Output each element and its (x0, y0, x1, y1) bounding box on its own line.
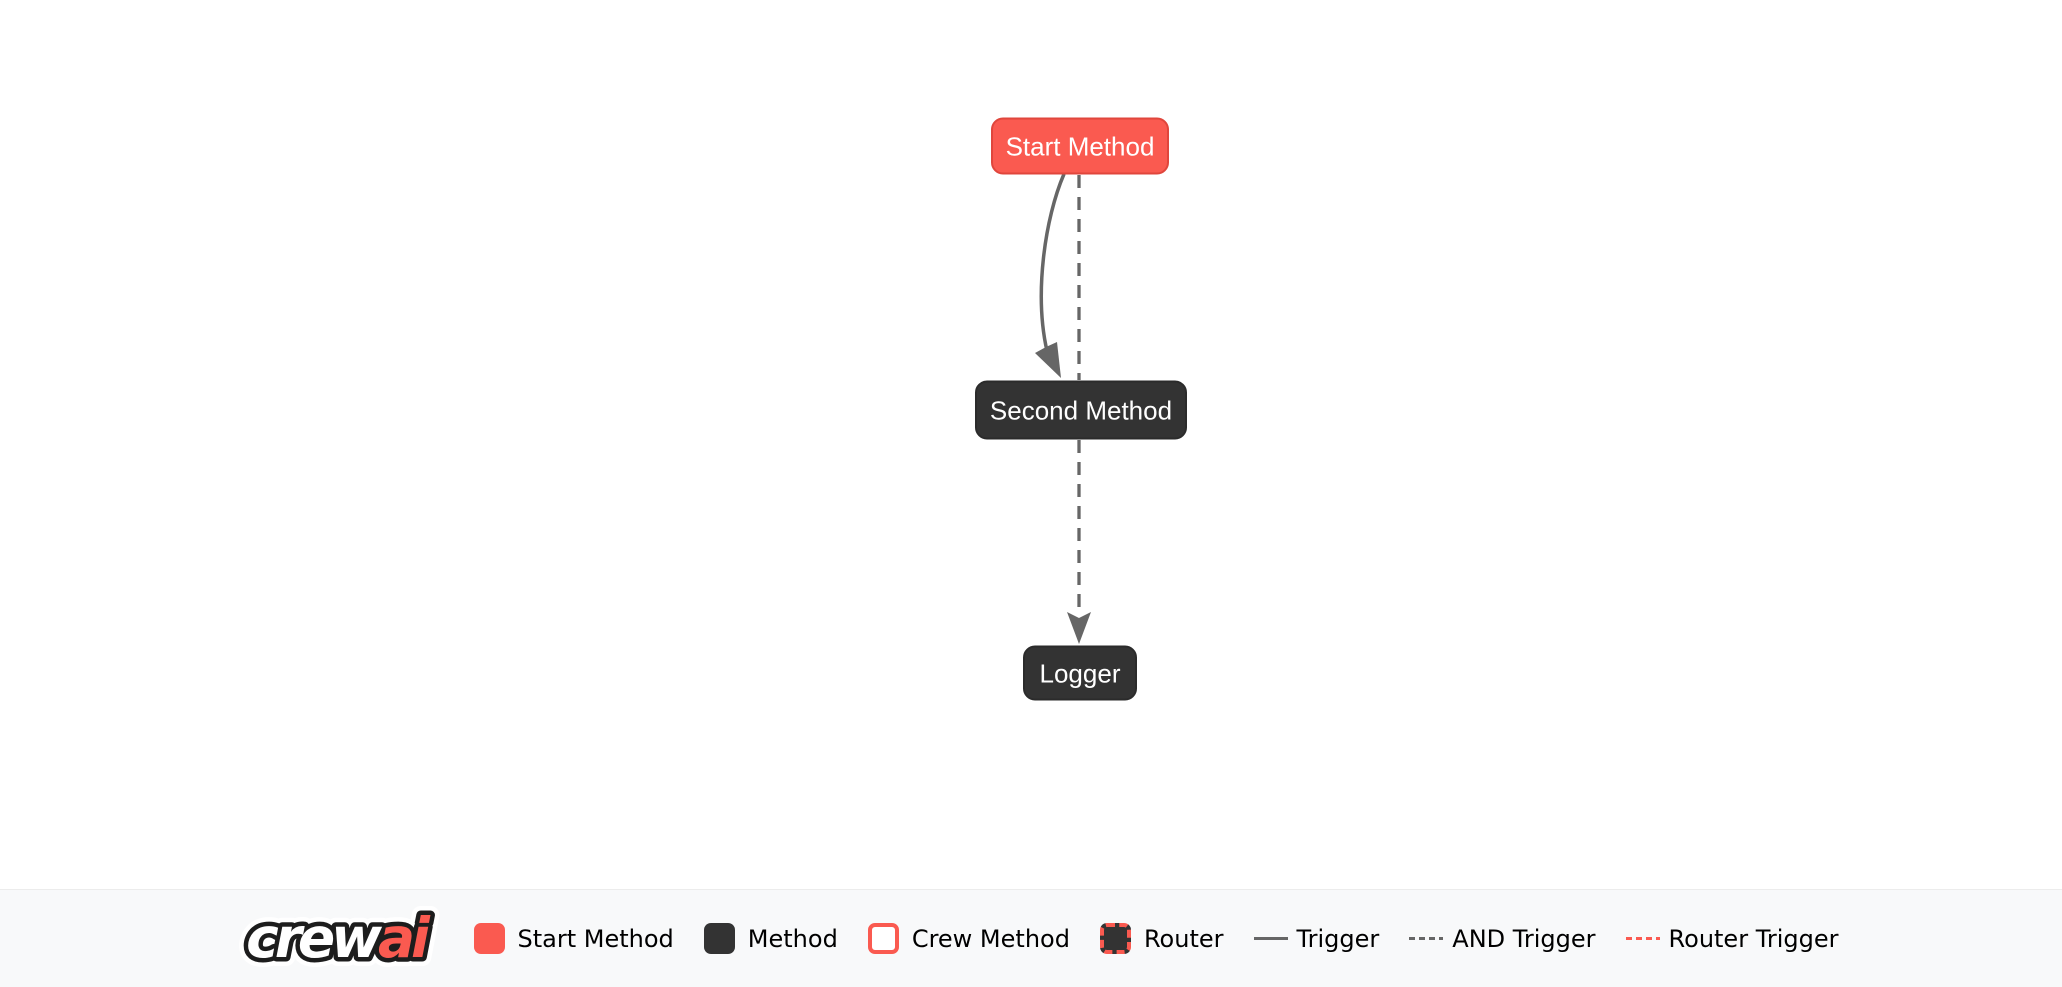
and-trigger-line-icon (1409, 937, 1444, 940)
legend-item-method: Method (703, 923, 838, 954)
edge-and-trigger-arrowhead (1067, 612, 1091, 644)
legend-item-and-trigger: AND Trigger (1409, 924, 1596, 953)
crewai-logo-outline-black: crewai (246, 906, 431, 970)
legend-label-router-trigger: Router Trigger (1668, 924, 1839, 953)
legend-item-trigger: Trigger (1253, 924, 1380, 953)
legend-bar: crewai crewai crewai Start Method Method… (0, 889, 2062, 987)
edge-trigger-arrowhead (1035, 342, 1061, 378)
crewai-logo-outline-white: crewai (246, 906, 431, 970)
legend-item-crew-method: Crew Method (867, 923, 1070, 954)
method-swatch-icon (703, 923, 735, 954)
legend-label-and-trigger: AND Trigger (1452, 924, 1596, 953)
node-logger[interactable]: Logger (1023, 645, 1137, 701)
router-swatch-icon (1099, 923, 1131, 954)
trigger-line-icon (1253, 937, 1288, 940)
crewai-logo: crewai crewai crewai (237, 904, 444, 974)
start-method-swatch-icon (473, 923, 505, 954)
edge-trigger-line (1039, 173, 1066, 352)
edges-svg (1035, 173, 1091, 644)
legend-item-start-method: Start Method (473, 923, 674, 954)
node-second-method[interactable]: Second Method (975, 380, 1187, 440)
node-start-method[interactable]: Start Method (991, 117, 1169, 175)
legend-label-start-method: Start Method (517, 924, 674, 953)
crew-method-swatch-icon (867, 923, 899, 954)
crewai-logo-text: crewai (246, 906, 431, 970)
legend-label-router: Router (1143, 924, 1224, 953)
legend-label-method: Method (747, 924, 838, 953)
crewai-logo-text-crew: crew (246, 906, 382, 970)
legend-label-trigger: Trigger (1296, 924, 1380, 953)
legend-item-router-trigger: Router Trigger (1625, 924, 1839, 953)
crewai-logo-text-ai: ai (377, 906, 430, 970)
router-trigger-line-icon (1625, 937, 1660, 940)
legend-item-router: Router (1099, 923, 1224, 954)
legend-label-crew-method: Crew Method (911, 924, 1070, 953)
flow-canvas[interactable]: Start Method Second Method Logger (0, 0, 2062, 889)
